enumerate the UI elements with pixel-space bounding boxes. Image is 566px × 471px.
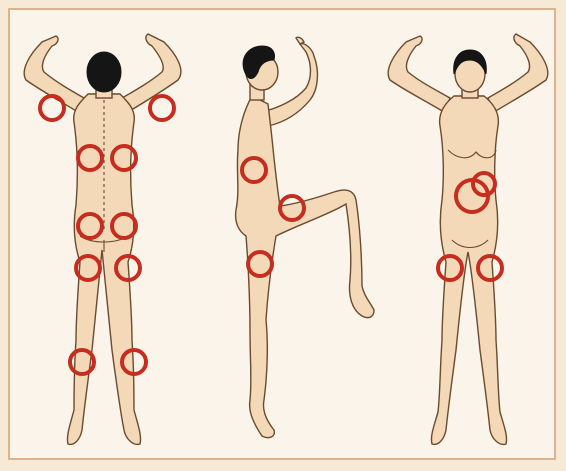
side-forearm [296,37,304,44]
front-left-arm [388,36,450,112]
head-back-hair [87,52,121,92]
front-right-arm [488,34,548,112]
marker-back-left-shoulder [40,96,64,120]
front-torso [431,96,506,444]
side-body [236,96,374,438]
figure-side-view [236,37,374,437]
left-arm [24,36,84,112]
figure-front-view [388,34,548,444]
figure-back-view [24,34,181,444]
marker-back-right-shoulder [150,96,174,120]
